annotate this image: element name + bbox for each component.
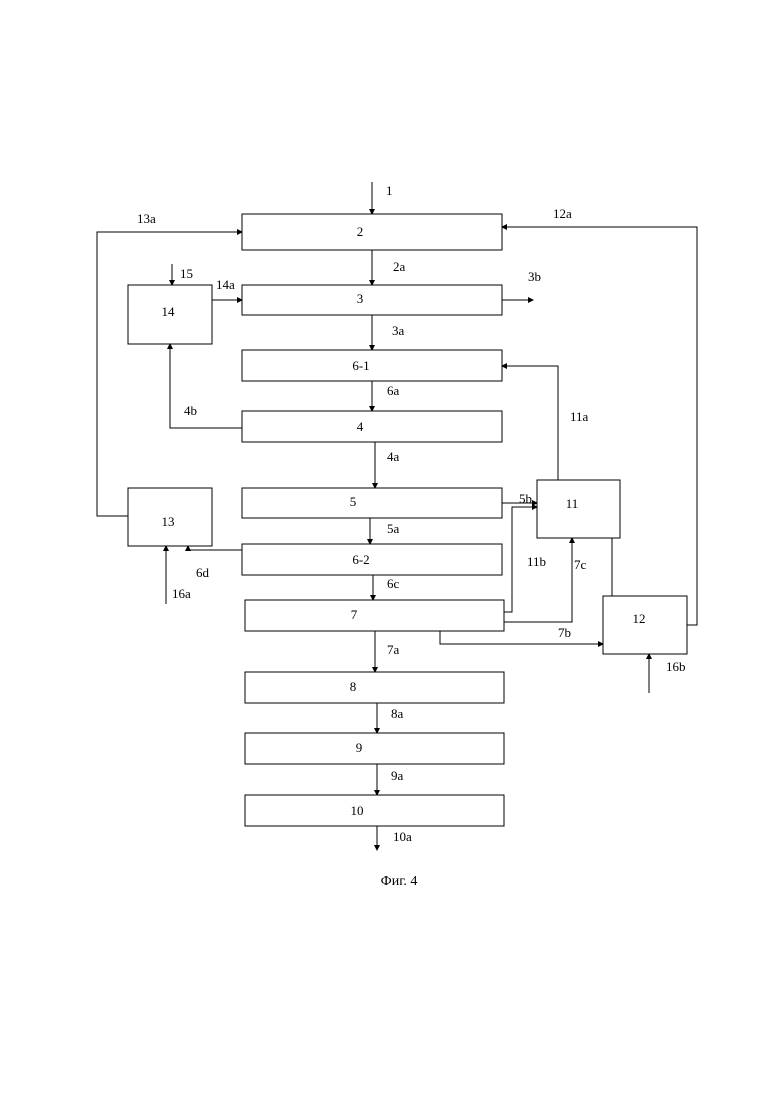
flow-label-16a: 16a [172, 586, 191, 601]
flow-label-5a: 5a [387, 521, 400, 536]
flow-label-4b: 4b [184, 403, 197, 418]
flow-11a-arrow [502, 366, 558, 480]
block-9-label: 9 [356, 740, 363, 755]
flow-label-14a: 14a [216, 277, 235, 292]
flow-label-6c: 6c [387, 576, 400, 591]
block-4: 4 [242, 411, 502, 442]
block-11: 11 [537, 480, 620, 538]
flow-label-6a: 6a [387, 383, 400, 398]
block-7: 7 [245, 600, 504, 631]
block-11-label: 11 [566, 496, 579, 511]
block-13: 13 [128, 488, 212, 546]
flow-label-4a: 4a [387, 449, 400, 464]
flow-label-16b: 16b [666, 659, 686, 674]
flow-label-11a: 11a [570, 409, 589, 424]
block-2-label: 2 [357, 224, 364, 239]
block-12: 12 [603, 596, 687, 654]
flow-label-12a: 12a [553, 206, 572, 221]
flow-4b-arrow [170, 344, 242, 428]
flow-6d-arrow [188, 546, 242, 550]
block-6-1: 6-1 [242, 350, 502, 381]
flow-label-6d: 6d [196, 565, 210, 580]
block-3-label: 3 [357, 291, 364, 306]
flow-label-15: 15 [180, 266, 193, 281]
flow-label-8a: 8a [391, 706, 404, 721]
block-12-label: 12 [633, 611, 646, 626]
block-9: 9 [245, 733, 504, 764]
block-6-2: 6-2 [242, 544, 502, 575]
flow-label-1: 1 [386, 183, 393, 198]
flow-label-11b: 11b [527, 554, 546, 569]
block-6-1-label: 6-1 [352, 358, 369, 373]
flow-label-10a: 10a [393, 829, 412, 844]
block-14-label: 14 [162, 304, 176, 319]
flow-7b-arrow [440, 631, 603, 644]
block-5: 5 [242, 488, 502, 518]
flow-label-7c: 7c [574, 557, 587, 572]
flow-label-3b: 3b [528, 269, 541, 284]
block-10: 10 [245, 795, 504, 826]
block-7-label: 7 [351, 607, 358, 622]
flow-label-2a: 2a [393, 259, 406, 274]
block-2: 2 [242, 214, 502, 250]
flow-label-13a: 13a [137, 211, 156, 226]
flow-label-5b: 5b [519, 491, 532, 506]
flow-label-3a: 3a [392, 323, 405, 338]
flow-label-7a: 7a [387, 642, 400, 657]
block-6-2-label: 6-2 [352, 552, 369, 567]
block-13-label: 13 [162, 514, 175, 529]
flow-label-7b: 7b [558, 625, 571, 640]
block-8: 8 [245, 672, 504, 703]
block-5-label: 5 [350, 494, 357, 509]
block-4-label: 4 [357, 419, 364, 434]
block-8-label: 8 [350, 679, 357, 694]
block-10-label: 10 [351, 803, 364, 818]
flow-7c-arrow [504, 538, 572, 622]
flow-label-9a: 9a [391, 768, 404, 783]
figure-caption: Фиг. 4 [381, 874, 418, 889]
block-14: 14 [128, 285, 212, 344]
block-3: 3 [242, 285, 502, 315]
